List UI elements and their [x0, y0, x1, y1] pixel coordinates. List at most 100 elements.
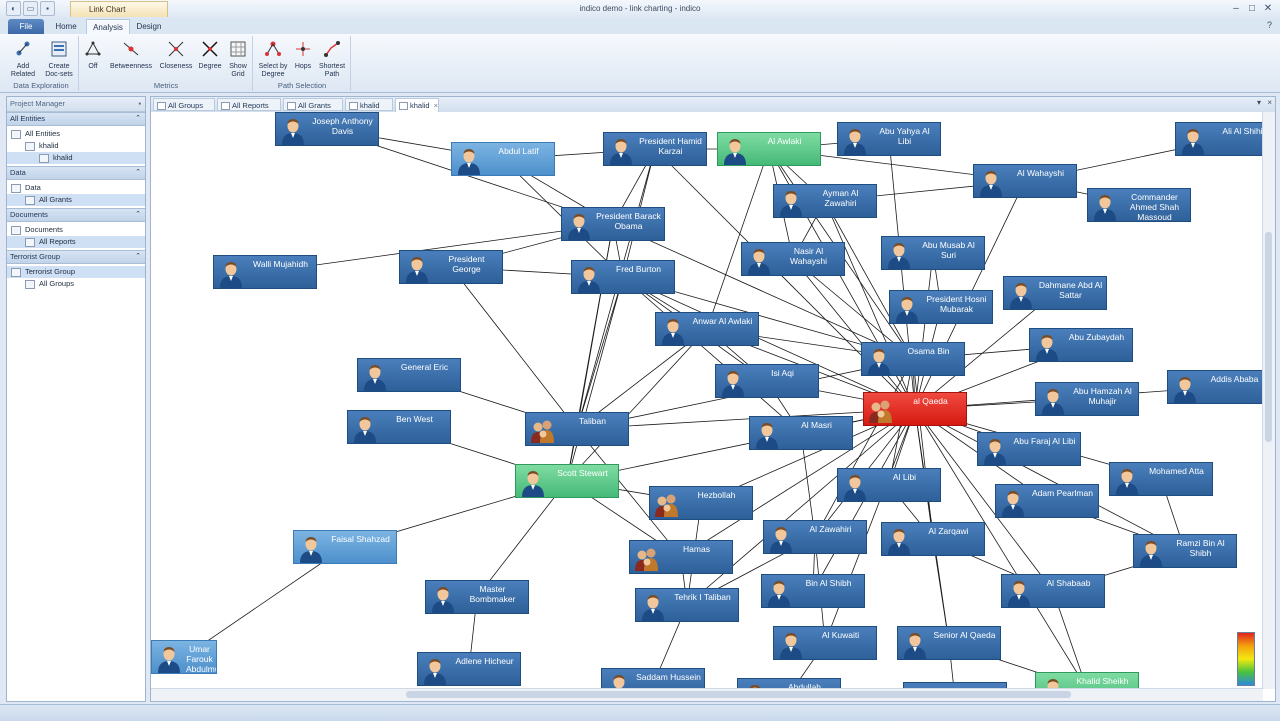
section-header[interactable]: All Entities⌃ — [7, 112, 145, 126]
graph-node[interactable]: Abu Yahya Al Libi — [837, 122, 941, 156]
close-button[interactable]: ✕ — [1263, 3, 1273, 14]
collapse-icon[interactable]: ⌃ — [135, 253, 141, 260]
app-menu-icon[interactable]: ◐ — [6, 1, 21, 16]
graph-node[interactable]: Abu Hamzah Al Muhajir — [1035, 382, 1139, 416]
tree-item[interactable]: Data — [7, 182, 145, 194]
tree-item[interactable]: All Reports — [7, 236, 145, 248]
graph-node[interactable]: Anwar Al Awlaki — [655, 312, 759, 346]
tree-item[interactable]: All Entities — [7, 128, 145, 140]
graph-node[interactable]: Khalid Sheikh — [1035, 672, 1139, 689]
betweenness-button[interactable]: Betweenness — [108, 40, 154, 71]
graph-node[interactable]: Isi Aqi — [715, 364, 819, 398]
graph-node[interactable]: Abu Musab Al Suri — [881, 236, 985, 270]
graph-node[interactable]: Osama Bin — [861, 342, 965, 376]
graph-node[interactable]: Al Wahayshi — [973, 164, 1077, 198]
tree-item[interactable]: Terrorist Group — [7, 266, 145, 278]
graph-node[interactable]: Al Farouk — [903, 682, 1007, 689]
graph-node[interactable]: Taliban — [525, 412, 629, 446]
graph-node[interactable]: Walli Mujahidh — [213, 255, 317, 289]
doc-tab-khalid-active[interactable]: khalid× — [395, 98, 439, 112]
graph-node[interactable]: Abdul Latif — [451, 142, 555, 176]
tab-list-icon[interactable]: ▾ — [1256, 98, 1261, 107]
graph-node[interactable]: Al Libi — [837, 468, 941, 502]
graph-node[interactable]: Nasir Al Wahayshi — [741, 242, 845, 276]
graph-node[interactable]: General Eric — [357, 358, 461, 392]
graph-node[interactable]: Abu Faraj Al Libi — [977, 432, 1081, 466]
collapse-icon[interactable]: ⌃ — [135, 211, 141, 218]
doc-tab-all-groups[interactable]: All Groups — [153, 98, 215, 111]
add-related-button[interactable]: Add Related — [6, 40, 40, 79]
graph-node[interactable]: Scott Stewart — [515, 464, 619, 498]
graph-node[interactable]: Senior Al Qaeda — [897, 626, 1001, 660]
doc-tab-all-grants[interactable]: All Grants — [283, 98, 343, 111]
graph-node[interactable]: Adam Pearlman — [995, 484, 1099, 518]
hops-button[interactable]: Hops — [292, 40, 314, 71]
graph-node[interactable]: Al Awlaki — [717, 132, 821, 166]
graph-node[interactable]: Bin Al Shibh — [761, 574, 865, 608]
tab-file[interactable]: File — [8, 19, 44, 34]
minimize-button[interactable]: – — [1233, 3, 1239, 14]
graph-node[interactable]: al Qaeda — [863, 392, 967, 426]
tree-item[interactable]: khalid — [7, 152, 145, 164]
graph-node[interactable]: Commander Ahmed Shah Massoud — [1087, 188, 1191, 222]
graph-node[interactable]: Fred Burton — [571, 260, 675, 294]
degree-button[interactable]: Degree — [198, 40, 222, 71]
graph-node[interactable]: Hezbollah — [649, 486, 753, 520]
graph-node[interactable]: President George — [399, 250, 503, 284]
tree-item[interactable]: Documents — [7, 224, 145, 236]
scroll-thumb[interactable] — [1265, 232, 1272, 442]
metrics-off-button[interactable]: Off — [82, 40, 104, 71]
graph-node[interactable]: President Hamid Karzai — [603, 132, 707, 166]
tree-item[interactable]: All Groups — [7, 278, 145, 290]
graph-node[interactable]: Mohamed Atta — [1109, 462, 1213, 496]
graph-node[interactable]: Hamas — [629, 540, 733, 574]
horizontal-scrollbar[interactable] — [151, 688, 1263, 701]
vertical-scrollbar[interactable] — [1262, 112, 1275, 689]
section-header[interactable]: Documents⌃ — [7, 208, 145, 222]
graph-node[interactable]: Saddam Hussein — [601, 668, 705, 689]
tab-analysis[interactable]: Analysis — [86, 19, 130, 35]
graph-node[interactable]: Al Masri — [749, 416, 853, 450]
select-by-degree-button[interactable]: Select by Degree — [256, 40, 290, 79]
graph-node[interactable]: Abu Zubaydah — [1029, 328, 1133, 362]
graph-node[interactable]: Al Shabaab — [1001, 574, 1105, 608]
maximize-button[interactable]: □ — [1248, 3, 1256, 14]
graph-node[interactable]: Dahmane Abd Al Sattar — [1003, 276, 1107, 310]
close-document-icon[interactable]: × — [1267, 98, 1272, 107]
close-tab-icon[interactable]: × — [433, 101, 438, 110]
collapse-icon[interactable]: ⌃ — [135, 169, 141, 176]
create-docsets-button[interactable]: Create Doc-sets — [42, 40, 76, 79]
graph-node[interactable]: Ayman Al Zawahiri — [773, 184, 877, 218]
graph-node[interactable]: Tehrik I Taliban — [635, 588, 739, 622]
closeness-button[interactable]: Closeness — [158, 40, 194, 71]
graph-node[interactable]: Addis Ababa — [1167, 370, 1263, 404]
graph-node[interactable]: Joseph Anthony Davis — [275, 112, 379, 146]
graph-node[interactable]: Faisal Shahzad — [293, 530, 397, 564]
tree-item[interactable]: All Grants — [7, 194, 145, 206]
tree-item[interactable]: khalid — [7, 140, 145, 152]
graph-node[interactable]: Al Kuwaiti — [773, 626, 877, 660]
graph-node[interactable]: Ben West — [347, 410, 451, 444]
tab-design[interactable]: Design — [136, 22, 162, 31]
collapse-icon[interactable]: ⌃ — [135, 115, 141, 122]
graph-node[interactable]: Ali Al Shihi — [1175, 122, 1263, 156]
graph-node[interactable]: President Hosni Mubarak — [889, 290, 993, 324]
graph-node[interactable]: Master Bombmaker — [425, 580, 529, 614]
graph-node[interactable]: Umar Farouk Abdulmutallab — [151, 640, 217, 674]
open-icon[interactable]: ▭ — [23, 1, 38, 16]
show-grid-button[interactable]: Show Grid — [226, 40, 250, 79]
tab-home[interactable]: Home — [55, 22, 77, 31]
doc-tab-khalid[interactable]: khalid — [345, 98, 393, 111]
save-icon[interactable]: ▪ — [40, 1, 55, 16]
graph-node[interactable]: President Barack Obama — [561, 207, 665, 241]
graph-node[interactable]: Al Zawahiri — [763, 520, 867, 554]
scroll-thumb[interactable] — [406, 691, 1071, 698]
graph-node[interactable]: Ramzi Bin Al Shibh — [1133, 534, 1237, 568]
pin-icon[interactable]: ▪ — [138, 99, 141, 108]
graph-node[interactable]: Adlene Hicheur — [417, 652, 521, 686]
doc-tab-all-reports[interactable]: All Reports — [217, 98, 281, 111]
graph-node[interactable]: Al Zarqawi — [881, 522, 985, 556]
help-icon[interactable]: ? — [1266, 20, 1272, 30]
section-header[interactable]: Data⌃ — [7, 166, 145, 180]
